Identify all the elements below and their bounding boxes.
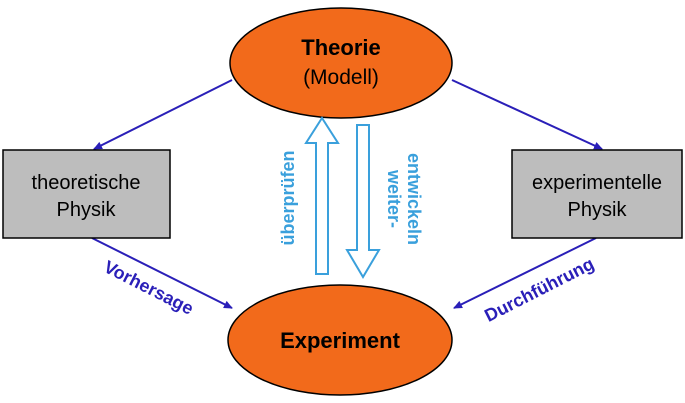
label-execution: Durchführung (481, 254, 597, 326)
theoretical-physics-line1: theoretische (32, 172, 141, 194)
label-develop-line2: entwickeln (404, 153, 424, 245)
theory-title: Theorie (301, 35, 380, 60)
experimental-physics-line2: Physik (568, 199, 628, 221)
theory-node (229, 7, 453, 119)
experiment-node (227, 284, 453, 396)
arrow-theory-to-theoretical (93, 79, 233, 150)
theoretical-physics-box (2, 149, 171, 239)
experiment-title: Experiment (280, 328, 400, 353)
theoretical-physics-line2: Physik (57, 199, 117, 221)
hollow-down-arrow (345, 124, 381, 279)
arrow-theory-to-experimental (451, 79, 603, 150)
experimental-physics-box (511, 149, 683, 239)
theory-subtitle: (Modell) (303, 66, 379, 89)
experimental-physics-line1: experimentelle (532, 172, 662, 194)
arrow-theoretical-to-experiment (91, 237, 233, 309)
label-develop-line1: weiter- (384, 169, 404, 228)
arrow-experimental-to-experiment (453, 237, 597, 309)
label-check: überprüfen (278, 150, 298, 245)
hollow-up-arrow (304, 116, 340, 275)
